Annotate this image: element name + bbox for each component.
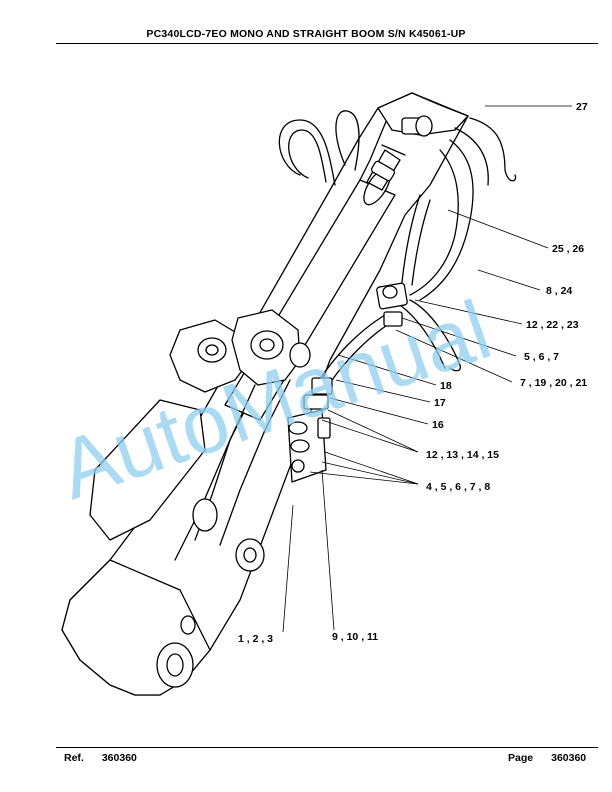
page-label: Page [508, 752, 534, 764]
callout-12-13-14-15: 12 , 13 , 14 , 15 [426, 449, 499, 461]
callout-12-22-23: 12 , 22 , 23 [526, 319, 579, 331]
leader-lines [282, 105, 572, 633]
callout-18: 18 [440, 380, 452, 392]
callout-7-19-20-21: 7 , 19 , 20 , 21 [520, 377, 587, 389]
callout-9-10-11: 9 , 10 , 11 [332, 631, 378, 643]
callout-1-2-3: 1 , 2 , 3 [238, 633, 273, 645]
callout-16: 16 [432, 419, 444, 431]
header-rule [56, 43, 598, 44]
page-number: 360360 [551, 752, 587, 764]
boom-foot-brackets [89, 309, 311, 572]
footer-rule [56, 747, 598, 748]
callout-5-6-7: 5 , 6 , 7 [524, 351, 559, 363]
callout-17: 17 [434, 397, 446, 409]
callout-4-5-6-7-8: 4 , 5 , 6 , 7 , 8 [426, 481, 490, 493]
callout-8-24: 8 , 24 [546, 285, 572, 297]
callout-labels: 27 25 , 26 8 , 24 12 , 22 , 23 5 , 6 , 7… [238, 101, 588, 645]
valve-fittings [287, 282, 408, 483]
callout-25-26: 25 , 26 [552, 243, 584, 255]
callout-27: 27 [576, 101, 588, 113]
footer-page: Page 360360 [508, 752, 586, 764]
page-title: PC340LCD-7EO MONO AND STRAIGHT BOOM S/N … [146, 28, 466, 40]
footer-ref: Ref. 360360 [64, 752, 137, 764]
ref-number: 360360 [101, 752, 137, 764]
ref-label: Ref. [64, 752, 84, 764]
